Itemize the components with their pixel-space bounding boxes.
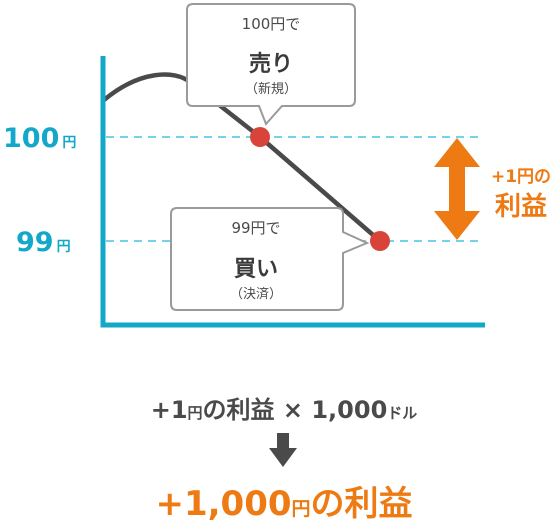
result-text: +1,000円の利益: [155, 484, 412, 524]
sell-callout-action: 売り: [249, 51, 293, 77]
buy-callout-price: 99円で: [231, 219, 280, 237]
profit-label-bottom: 利益: [495, 192, 547, 222]
buy-callout-action: 買い: [234, 257, 278, 282]
down-arrow-icon: [269, 433, 297, 467]
profit-range-arrow-icon: [434, 138, 480, 240]
formula-text: +1円の利益 × 1,000ドル: [151, 396, 418, 424]
chart-axes: [100, 56, 485, 328]
sell-callout: 100円で 売り （新規）: [186, 3, 356, 126]
buy-callout-type: （決済）: [230, 286, 282, 302]
sell-point-marker: [250, 127, 270, 147]
buy-callout: 99円で 買い （決済）: [170, 207, 370, 311]
profit-label-top: +1円の: [491, 167, 551, 187]
buy-point-marker: [370, 231, 390, 251]
sell-callout-type: （新規）: [245, 81, 297, 97]
sell-callout-price: 100円で: [242, 15, 301, 33]
